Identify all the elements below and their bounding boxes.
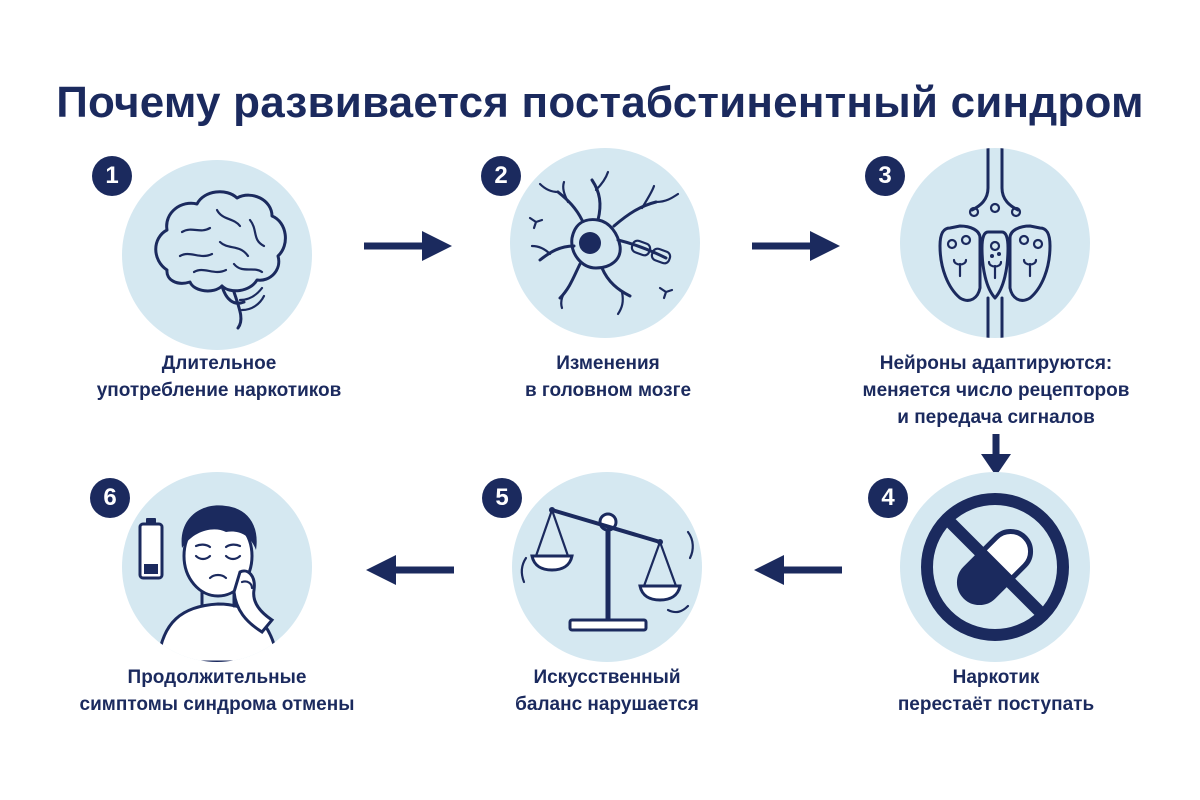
step-1-label-line-1: Длительное [161, 353, 277, 374]
step-5-label-line-1: Искусственный [533, 667, 681, 688]
step-4-badge: 4 [868, 478, 908, 518]
step-6-circle [122, 472, 312, 662]
step-4-circle [900, 472, 1090, 662]
tired-person-low-battery-icon [138, 505, 280, 662]
step-2-label: Изменения в головном мозге [448, 350, 768, 404]
brain-icon [154, 190, 287, 330]
step-3-badge: 3 [865, 156, 905, 196]
synapse-receptors-icon [938, 148, 1052, 338]
step-4-label: Наркотик перестаёт поступать [836, 664, 1156, 718]
step-6-label-line-1: Продолжительные [127, 667, 307, 688]
page-title: Почему развивается постабстинентный синд… [56, 78, 1144, 127]
step-2-badge: 2 [481, 156, 521, 196]
step-6-badge: 6 [90, 478, 130, 518]
step-1-circle [122, 160, 312, 350]
step-6-label: Продолжительные симптомы синдрома отмены [57, 664, 377, 718]
step-5-badge: 5 [482, 478, 522, 518]
step-5-circle [512, 472, 702, 662]
arrow-2-to-3 [750, 229, 842, 263]
step-5-label: Искусственный баланс нарушается [447, 664, 767, 718]
step-5-label-line-2: баланс нарушается [515, 694, 699, 715]
step-3-label-line-3: и передача сигналов [897, 407, 1095, 428]
no-pill-icon [921, 493, 1069, 641]
step-1-label: Длительное употребление наркотиков [59, 350, 379, 404]
step-2-circle [510, 148, 700, 338]
step-6-label-line-2: симптомы синдрома отмены [79, 694, 355, 715]
arrow-5-to-6 [364, 553, 456, 587]
step-4-label-line-1: Наркотик [952, 667, 1040, 688]
arrow-4-to-5 [752, 553, 844, 587]
step-4-label-line-2: перестаёт поступать [897, 694, 1095, 715]
step-2-label-line-2: в головном мозге [524, 380, 692, 401]
step-2-label-line-1: Изменения [556, 353, 660, 374]
step-3-label: Нейроны адаптируются: меняется число рец… [836, 350, 1156, 431]
neuron-icon [528, 170, 680, 316]
step-1-label-line-2: употребление наркотиков [96, 380, 342, 401]
step-3-label-line-2: меняется число рецепторов [862, 380, 1130, 401]
step-3-label-line-1: Нейроны адаптируются: [879, 353, 1113, 374]
arrow-3-to-4 [979, 432, 1013, 478]
step-1-badge: 1 [92, 156, 132, 196]
step-3-circle [900, 148, 1090, 338]
unbalanced-scale-icon [520, 507, 694, 632]
arrow-1-to-2 [362, 229, 454, 263]
